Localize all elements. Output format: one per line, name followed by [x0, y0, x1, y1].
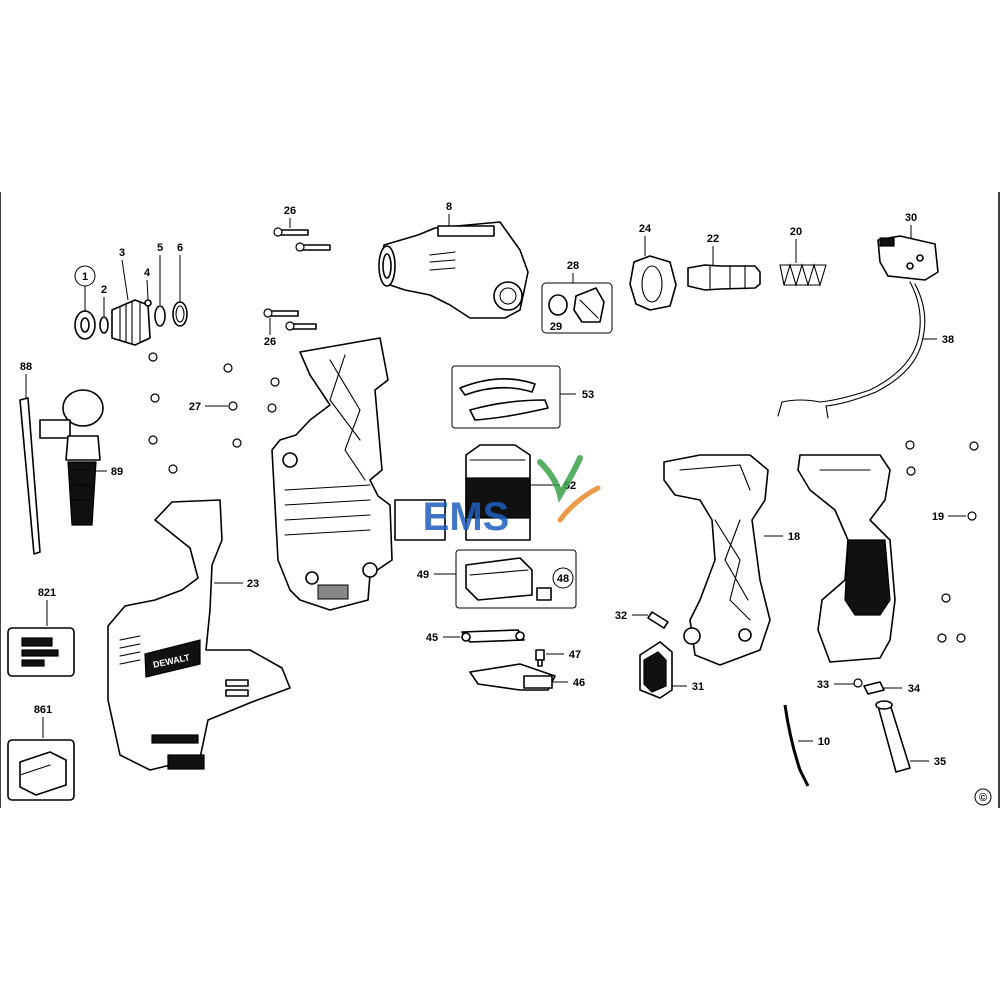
part-28-box	[541, 282, 613, 334]
callout-26-top: 26	[284, 205, 296, 217]
part-28-cap	[573, 287, 605, 323]
part-23-left-housing: DEWALT	[107, 499, 291, 771]
callout-48: 48	[557, 573, 569, 585]
callout-35: 35	[934, 756, 946, 768]
part-10-cord	[783, 704, 810, 787]
callout-31: 31	[692, 681, 704, 693]
part-47-screw	[535, 649, 545, 667]
part-52-stator	[465, 444, 531, 541]
part-48-clip	[536, 587, 552, 601]
part-26-screws-lower	[263, 308, 317, 331]
part-35-cord-guard	[875, 700, 911, 773]
part-32-pin	[647, 611, 669, 629]
callout-19: 19	[932, 511, 944, 523]
callout-20: 20	[790, 226, 802, 238]
part-53-box	[451, 365, 561, 429]
part-6-spring-ring	[172, 301, 188, 327]
callout-18: 18	[788, 531, 800, 543]
leader-4	[146, 279, 149, 300]
part-88-depth-rod	[19, 397, 41, 555]
part-49-box	[455, 549, 577, 609]
part-22-shaft	[687, 264, 761, 291]
callout-33: 33	[817, 679, 829, 691]
part-8-gear-housing	[378, 221, 529, 319]
part-33-screw	[853, 678, 863, 688]
callout-27: 27	[189, 401, 201, 413]
part-45-bracket	[461, 629, 525, 643]
part-19-screws	[905, 440, 979, 643]
callout-2: 2	[101, 284, 107, 296]
part-1-front-cap	[74, 310, 96, 340]
part-20-spring	[779, 263, 827, 287]
callout-88: 88	[20, 361, 32, 373]
watermark-text: EMS	[423, 495, 510, 539]
copyright-circle	[974, 788, 992, 806]
callout-45: 45	[426, 632, 438, 644]
callout-30: 30	[905, 212, 917, 224]
part-4-ball	[144, 299, 152, 307]
leader-3	[121, 259, 129, 301]
callout-26-lower: 26	[264, 336, 276, 348]
callout-8: 8	[446, 201, 452, 213]
callout-1: 1	[82, 271, 88, 283]
callout-34: 34	[908, 683, 921, 695]
callout-23: 23	[247, 578, 259, 590]
watermark-logo: EMS	[423, 455, 601, 539]
part-2-washer	[99, 316, 109, 334]
center-motor-frame	[271, 337, 446, 611]
copyright-symbol: ©	[979, 792, 987, 804]
part-34-clamp	[863, 681, 885, 695]
part-49-end-bell	[465, 557, 533, 601]
callout-89: 89	[111, 466, 123, 478]
part-861-carry-case	[7, 739, 75, 801]
callout-53: 53	[582, 389, 594, 401]
callout-29: 29	[550, 321, 562, 333]
callout-861: 861	[34, 704, 52, 716]
callout-32: 32	[615, 610, 627, 622]
part-3-chuck-body	[111, 299, 151, 346]
callout-48-circle	[552, 567, 574, 589]
callout-28: 28	[567, 260, 579, 272]
callout-10: 10	[818, 736, 830, 748]
part-53-brush-holder	[459, 378, 549, 421]
part-5-ring	[154, 305, 166, 327]
callout-46: 46	[573, 677, 585, 689]
part-89-side-handle	[39, 389, 104, 526]
part-38-wire	[777, 281, 926, 419]
callout-3: 3	[119, 247, 125, 259]
callout-821: 821	[38, 587, 56, 599]
callout-22: 22	[707, 233, 719, 245]
part-821-label-card	[7, 627, 75, 677]
part-27-screws	[148, 352, 280, 474]
callout-5: 5	[157, 242, 163, 254]
part-26-screws-top	[273, 227, 331, 252]
part-18-handle-housing	[663, 454, 771, 666]
part-31-end-cap	[639, 641, 673, 699]
part-24-bearing	[629, 255, 677, 311]
right-handle-cover	[797, 454, 896, 663]
callout-38: 38	[942, 334, 954, 346]
callout-4: 4	[144, 267, 151, 279]
callout-47: 47	[569, 649, 581, 661]
part-30-switch	[877, 235, 939, 281]
part-29-oring	[548, 294, 568, 316]
callout-49: 49	[417, 569, 429, 581]
callout-6: 6	[177, 242, 183, 254]
part-46-switch-plate	[469, 663, 556, 691]
callout-24: 24	[639, 223, 652, 235]
